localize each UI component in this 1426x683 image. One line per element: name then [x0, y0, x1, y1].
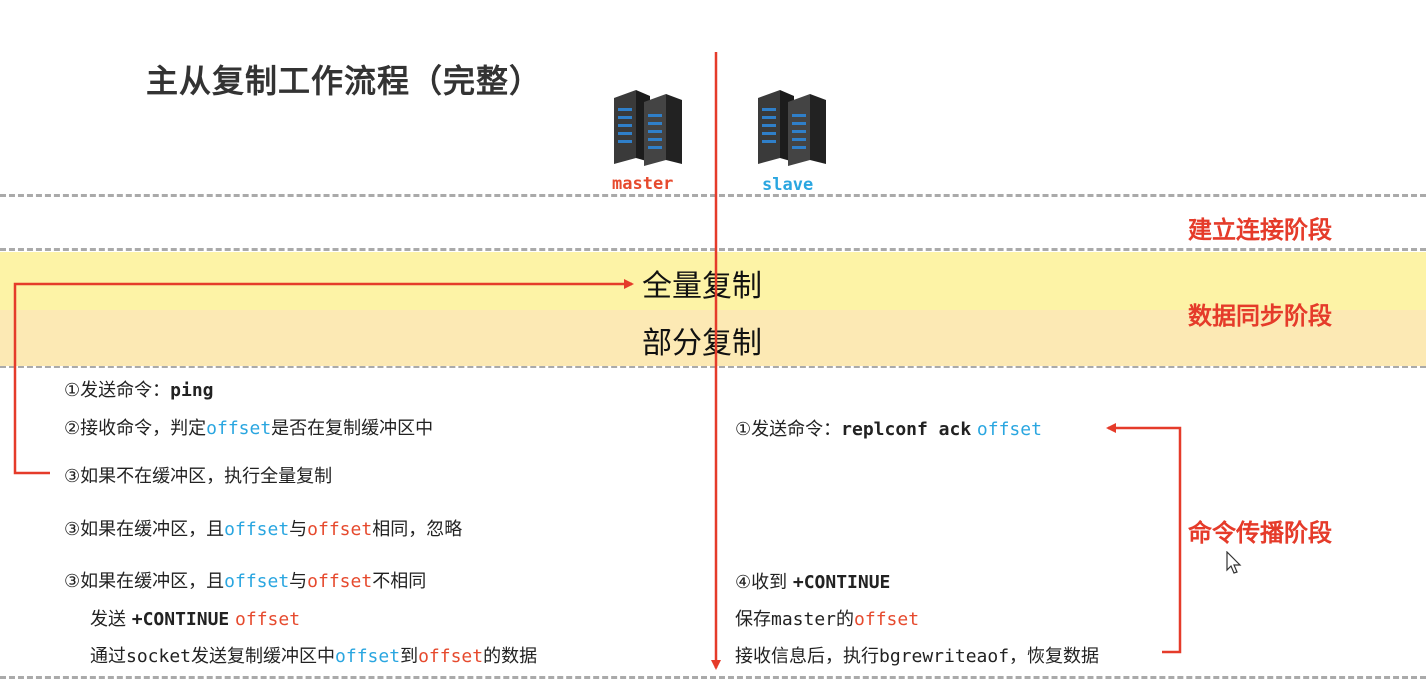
separator-sync-bottom	[0, 365, 1426, 368]
phase-propagate-label: 命令传播阶段	[1188, 519, 1332, 547]
phase-connect-label: 建立连接阶段	[1188, 216, 1332, 244]
master-step-3-same-offset: ③如果在缓冲区，且offset与offset相同，忽略	[64, 519, 463, 540]
full-sync-arrow	[13, 279, 634, 475]
master-send-buffer-data: 通过socket发送复制缓冲区中offset到offset的数据	[90, 646, 538, 667]
separator-bottom	[0, 676, 1426, 679]
master-step-3-not-in-buffer: ③如果不在缓冲区，执行全量复制	[64, 466, 333, 487]
slave-server-icon	[754, 88, 830, 168]
band-full-sync-label: 全量复制	[642, 269, 762, 304]
separator-connect-top	[0, 194, 1426, 197]
master-step-1: ①发送命令：ping	[64, 380, 214, 401]
page-title: 主从复制工作流程（完整）	[146, 62, 543, 100]
master-step-3-diff-offset: ③如果在缓冲区，且offset与offset不相同	[64, 571, 427, 592]
propagate-arrow	[1106, 423, 1182, 654]
slave-step-1: ①发送命令：replconf ack offset	[735, 419, 1042, 440]
slave-restore-data: 接收信息后，执行bgrewriteaof，恢复数据	[735, 646, 1100, 667]
slave-save-offset: 保存master的offset	[735, 609, 920, 630]
master-server-icon	[610, 88, 686, 168]
master-label: master	[612, 174, 674, 194]
band-full-sync	[0, 252, 1426, 310]
master-send-continue: 发送 +CONTINUE offset	[90, 609, 301, 630]
separator-sync-top	[0, 248, 1426, 251]
master-step-2: ②接收命令，判定offset是否在复制缓冲区中	[64, 418, 434, 439]
mouse-cursor-icon	[1226, 550, 1242, 579]
phase-sync-label: 数据同步阶段	[1188, 302, 1332, 330]
slave-step-4: ④收到 +CONTINUE	[735, 572, 891, 593]
band-partial-sync-label: 部分复制	[642, 326, 762, 361]
slave-label: slave	[762, 175, 814, 195]
band-partial-sync	[0, 310, 1426, 366]
